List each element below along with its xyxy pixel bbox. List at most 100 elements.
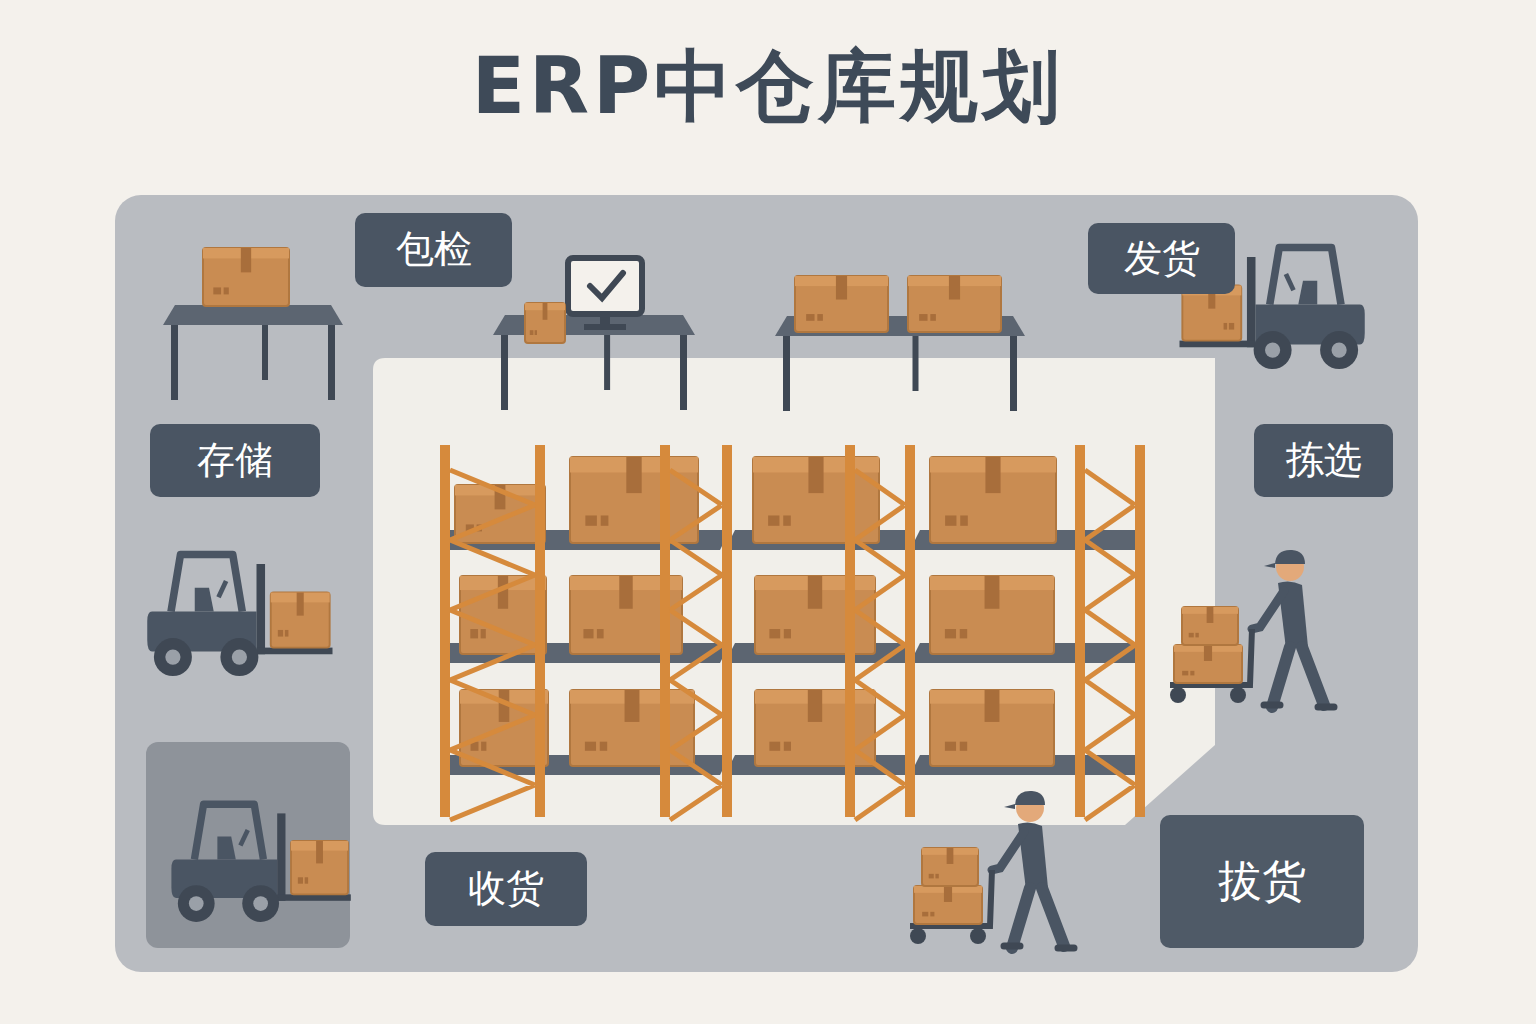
illustration-part (783, 515, 791, 525)
illustration-part (481, 629, 486, 638)
carton (1174, 645, 1242, 683)
illustration-part (262, 325, 268, 380)
illustration-part (493, 315, 695, 335)
illustration-part (601, 515, 609, 525)
illustration-part (919, 314, 927, 321)
illustration-part (985, 690, 1000, 722)
illustration-part (930, 576, 1054, 654)
illustration-part (257, 564, 266, 654)
illustration-part (568, 258, 642, 314)
illustration-part (470, 629, 478, 638)
shelving-rack (440, 445, 1145, 820)
zone-label: 包检 (396, 227, 472, 273)
illustration-part (1204, 645, 1212, 661)
forklift (171, 804, 350, 922)
illustration-part (1004, 946, 1074, 948)
illustration-part (1247, 257, 1256, 347)
carton (795, 276, 888, 332)
warehouse-floor (115, 195, 1418, 972)
illustration-part (154, 638, 192, 676)
illustration-part (219, 581, 227, 597)
illustration-part (985, 457, 1000, 493)
illustration-part (1264, 563, 1275, 568)
illustration-part (1265, 343, 1280, 358)
illustration-part (277, 813, 285, 900)
illustration-part (836, 276, 847, 300)
illustration-part (1229, 323, 1234, 330)
illustration-part (194, 804, 263, 859)
illustration-part (945, 629, 956, 638)
illustration-part (755, 690, 875, 766)
zone-label-box: 发货 (1088, 223, 1235, 294)
illustration-part (914, 886, 982, 924)
illustration-part (1012, 888, 1064, 948)
carton (930, 690, 1054, 766)
worker (1170, 550, 1334, 707)
illustration-part (660, 445, 670, 817)
illustration-part (590, 273, 623, 298)
illustration-part (1174, 645, 1242, 683)
illustration-part (1182, 671, 1188, 676)
illustration-part (535, 445, 545, 817)
illustration-part (960, 515, 968, 525)
carton (570, 457, 698, 543)
illustration-part (597, 629, 604, 638)
illustration-part (189, 896, 204, 911)
worker (910, 791, 1074, 948)
illustration-part (1224, 323, 1228, 330)
illustration-part (525, 303, 565, 343)
illustration-part (1332, 343, 1347, 358)
illustration-part (1189, 633, 1194, 638)
illustration-part (585, 742, 596, 751)
carton (1182, 607, 1238, 645)
zone-label-box: 拔货 (1160, 815, 1364, 948)
zone-label: 收货 (468, 866, 544, 912)
illustration-part (604, 335, 610, 390)
work-table (163, 305, 343, 400)
illustration-part (570, 457, 698, 543)
carton (914, 886, 982, 924)
illustration-part (1270, 248, 1341, 305)
illustration-part (241, 248, 251, 272)
illustration-part (543, 303, 548, 320)
illustration-part (947, 848, 954, 864)
illustration-part (625, 690, 640, 722)
illustration-part (1298, 281, 1317, 305)
illustration-part (1275, 550, 1305, 564)
carton (755, 576, 875, 654)
illustration-part (808, 690, 822, 722)
illustration-part (945, 742, 956, 751)
illustration-part (817, 314, 823, 321)
illustration-part (985, 576, 1000, 609)
illustration-part (1135, 445, 1145, 817)
illustration-part (949, 276, 960, 300)
illustration-part (722, 445, 732, 817)
illustration-part (784, 629, 791, 638)
illustration-part (285, 630, 289, 637)
illustration-part (960, 629, 967, 638)
illustration-part (1004, 804, 1015, 809)
storage-area (373, 358, 1215, 825)
illustration-part (242, 885, 279, 922)
illustration-part (935, 874, 938, 879)
illustration-part (203, 248, 289, 306)
illustration-part (297, 593, 304, 616)
zone-label: 拣选 (1286, 438, 1362, 484)
illustration-part (291, 841, 348, 894)
illustration-part (305, 877, 308, 883)
illustration-part (1286, 274, 1294, 290)
illustration-part (278, 630, 283, 637)
illustration-part (440, 445, 450, 817)
illustration-part (753, 457, 879, 543)
diagram-title: ERP中仓库规划 (0, 40, 1536, 134)
carton (930, 576, 1054, 654)
illustration-part (195, 588, 214, 612)
illustration-part (922, 912, 928, 917)
illustration-part (232, 650, 247, 665)
illustration-part (908, 276, 1001, 332)
illustration-part (755, 576, 875, 654)
zone-label: 拔货 (1218, 855, 1306, 908)
illustration-part (583, 629, 593, 638)
illustration-part (970, 928, 986, 944)
illustration-part (1015, 791, 1045, 805)
